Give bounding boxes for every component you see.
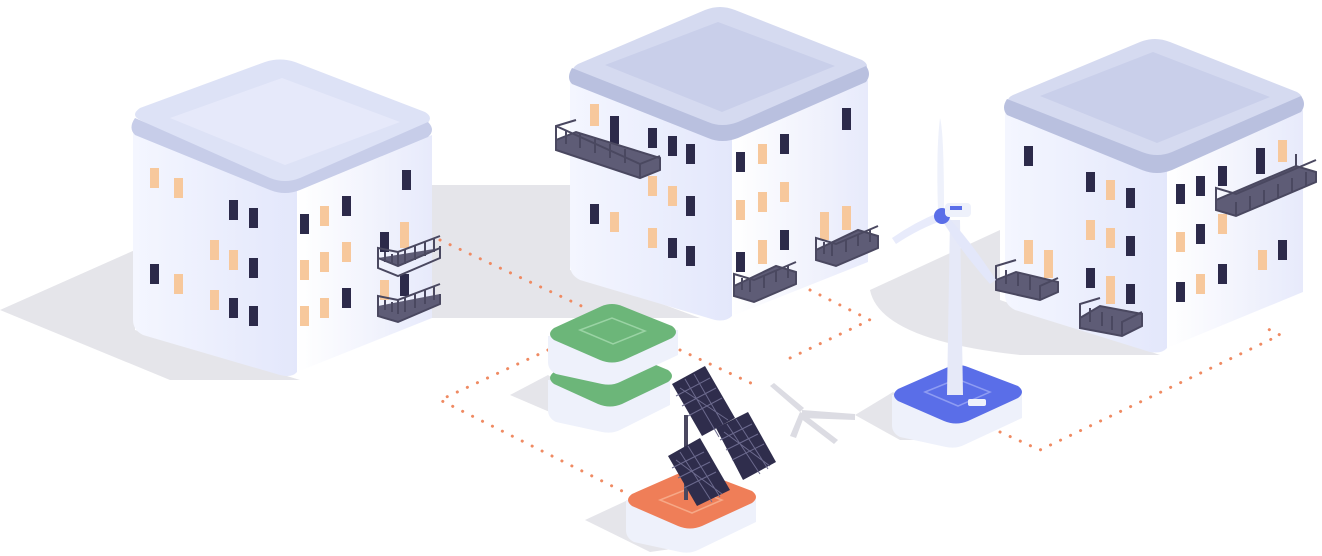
solar-panels	[626, 366, 776, 553]
windows	[590, 104, 851, 272]
battery-storage	[548, 304, 678, 433]
apartment-building-right	[995, 39, 1317, 353]
apartment-building-left	[131, 59, 441, 376]
windows	[1024, 140, 1287, 304]
turbine-shadow	[770, 383, 855, 444]
balconies	[995, 154, 1317, 338]
power-line-network	[436, 238, 1284, 497]
balconies	[377, 235, 441, 324]
windows	[150, 168, 411, 326]
apartment-building-center	[555, 7, 879, 321]
wind-turbine	[892, 118, 1022, 448]
balconies	[555, 119, 879, 304]
